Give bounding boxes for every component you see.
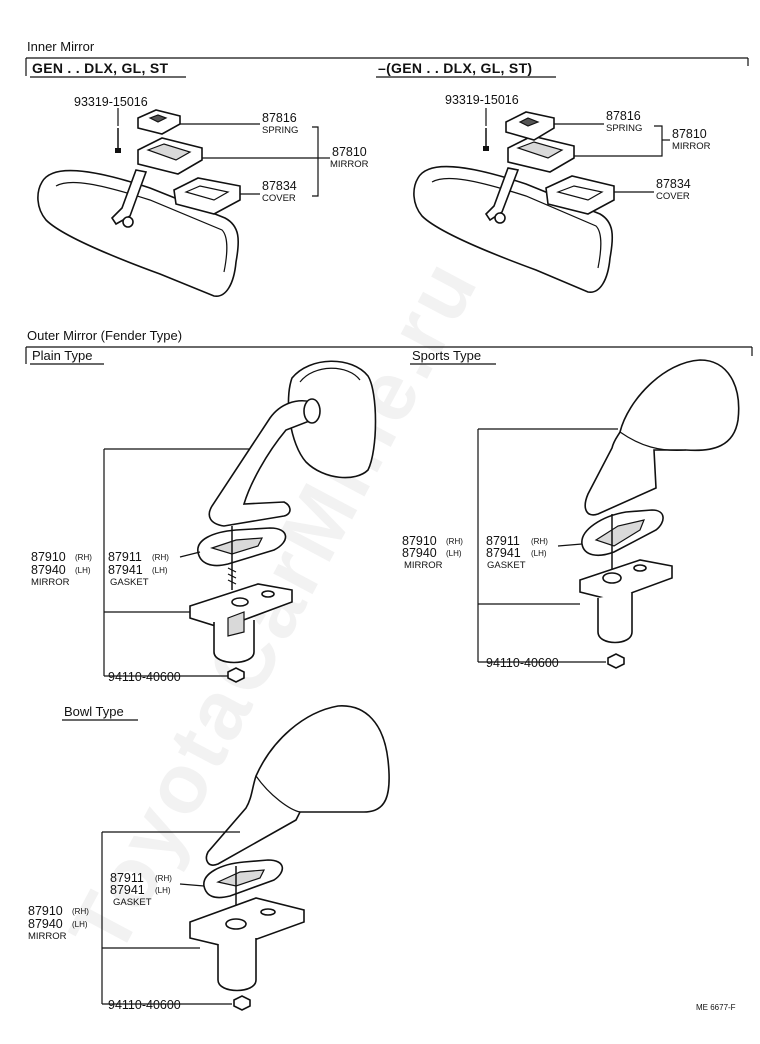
plain-mirror-label: MIRROR xyxy=(31,577,70,588)
sports-gasket-label: GASKET xyxy=(487,560,526,571)
svg-text:(LH): (LH) xyxy=(152,566,168,575)
spring-label-left: SPRING xyxy=(262,125,298,136)
sports-type-title: Sports Type xyxy=(412,348,481,363)
bowl-type-title: Bowl Type xyxy=(64,704,124,719)
variant-right: –(GEN . . DLX, GL, ST) xyxy=(378,60,532,76)
svg-text:(LH): (LH) xyxy=(75,566,91,575)
sports-base-bracket xyxy=(579,559,673,601)
sports-gasket-rh-pn: 87911 xyxy=(486,534,520,548)
cover-part xyxy=(545,175,615,215)
sports-nut-pn: 94110-40600 xyxy=(486,656,559,670)
svg-text:(RH): (RH) xyxy=(152,553,169,562)
mirror-pn-right: 87810 xyxy=(672,127,707,141)
mirror-label-left: MIRROR xyxy=(330,159,369,170)
cover-label-left: COVER xyxy=(262,193,296,204)
bowl-gasket-lh-pn: 87941 xyxy=(110,883,145,897)
plain-mirror-stay xyxy=(208,400,313,527)
inner-mirror-right xyxy=(413,108,615,293)
reference-code: ME 6677-F xyxy=(696,1003,736,1012)
svg-text:(RH): (RH) xyxy=(531,537,548,546)
inner-mirror-stem xyxy=(484,167,520,222)
mirror-label-right: MIRROR xyxy=(672,141,711,152)
cover-pn-right: 87834 xyxy=(656,177,691,191)
plain-mirror-head xyxy=(287,360,377,479)
inner-mirror-body xyxy=(413,165,614,293)
svg-text:(RH): (RH) xyxy=(446,537,463,546)
mirror-pn-left: 87810 xyxy=(332,145,367,159)
sports-body-cylinder xyxy=(597,592,633,644)
bowl-type-assembly xyxy=(189,705,390,1011)
svg-text:(LH): (LH) xyxy=(72,920,88,929)
inner-mirror-stem xyxy=(110,169,148,226)
bowl-mirror-lh-pn: 87940 xyxy=(28,917,63,931)
sports-gasket-lh-pn: 87941 xyxy=(486,546,521,560)
bowl-mirror-rh-pn: 87910 xyxy=(28,904,63,918)
plain-type-assembly xyxy=(189,360,377,683)
spring-label-right: SPRING xyxy=(606,123,642,134)
bowl-nut xyxy=(233,995,251,1011)
sports-mirror-lh-pn: 87940 xyxy=(402,546,437,560)
plain-nut xyxy=(227,667,245,683)
sports-mirror-label: MIRROR xyxy=(404,560,443,571)
bowl-body-cylinder xyxy=(217,938,257,992)
bowl-gasket-label: GASKET xyxy=(113,897,152,908)
bowl-base-bracket xyxy=(189,897,305,949)
cover-part xyxy=(173,177,241,215)
outer-mirror-title: Outer Mirror (Fender Type) xyxy=(27,328,182,343)
inner-mirror-left xyxy=(37,108,241,297)
spring-part xyxy=(505,111,555,141)
spring-pn-right: 87816 xyxy=(606,109,641,123)
plain-mirror-rh-pn: 87910 xyxy=(31,550,66,564)
bowl-mirror-label: MIRROR xyxy=(28,931,67,942)
spring-pn-left: 87816 xyxy=(262,111,297,125)
plain-gasket-rh-pn: 87911 xyxy=(108,550,142,564)
inner-mirror-title: Inner Mirror xyxy=(27,39,95,54)
inner-mirror-body xyxy=(37,169,240,297)
screw-pn-right: 93319-15016 xyxy=(445,93,519,107)
sports-mirror-head xyxy=(584,359,740,516)
plain-nut-pn: 94110-40600 xyxy=(108,670,181,684)
cover-pn-left: 87834 xyxy=(262,179,297,193)
sports-mirror-rh-pn: 87910 xyxy=(402,534,437,548)
plain-type-title: Plain Type xyxy=(32,348,92,363)
svg-text:(LH): (LH) xyxy=(155,886,171,895)
sports-type-assembly xyxy=(579,359,740,669)
bowl-gasket-rh-pn: 87911 xyxy=(110,871,144,885)
plain-gasket-label: GASKET xyxy=(110,577,149,588)
plain-mirror-lh-pn: 87940 xyxy=(31,563,66,577)
variant-left: GEN . . DLX, GL, ST xyxy=(32,60,169,76)
cover-label-right: COVER xyxy=(656,191,690,202)
screw-pn-left: 93319-15016 xyxy=(74,95,148,109)
bowl-mirror-head xyxy=(205,705,390,866)
bowl-nut-pn: 94110-40600 xyxy=(108,998,181,1012)
svg-text:(LH): (LH) xyxy=(446,549,462,558)
sports-nut xyxy=(607,653,625,669)
plain-gasket-lh-pn: 87941 xyxy=(108,563,143,577)
svg-text:(RH): (RH) xyxy=(155,874,172,883)
svg-text:(RH): (RH) xyxy=(75,553,92,562)
svg-text:(LH): (LH) xyxy=(531,549,547,558)
svg-text:(RH): (RH) xyxy=(72,907,89,916)
